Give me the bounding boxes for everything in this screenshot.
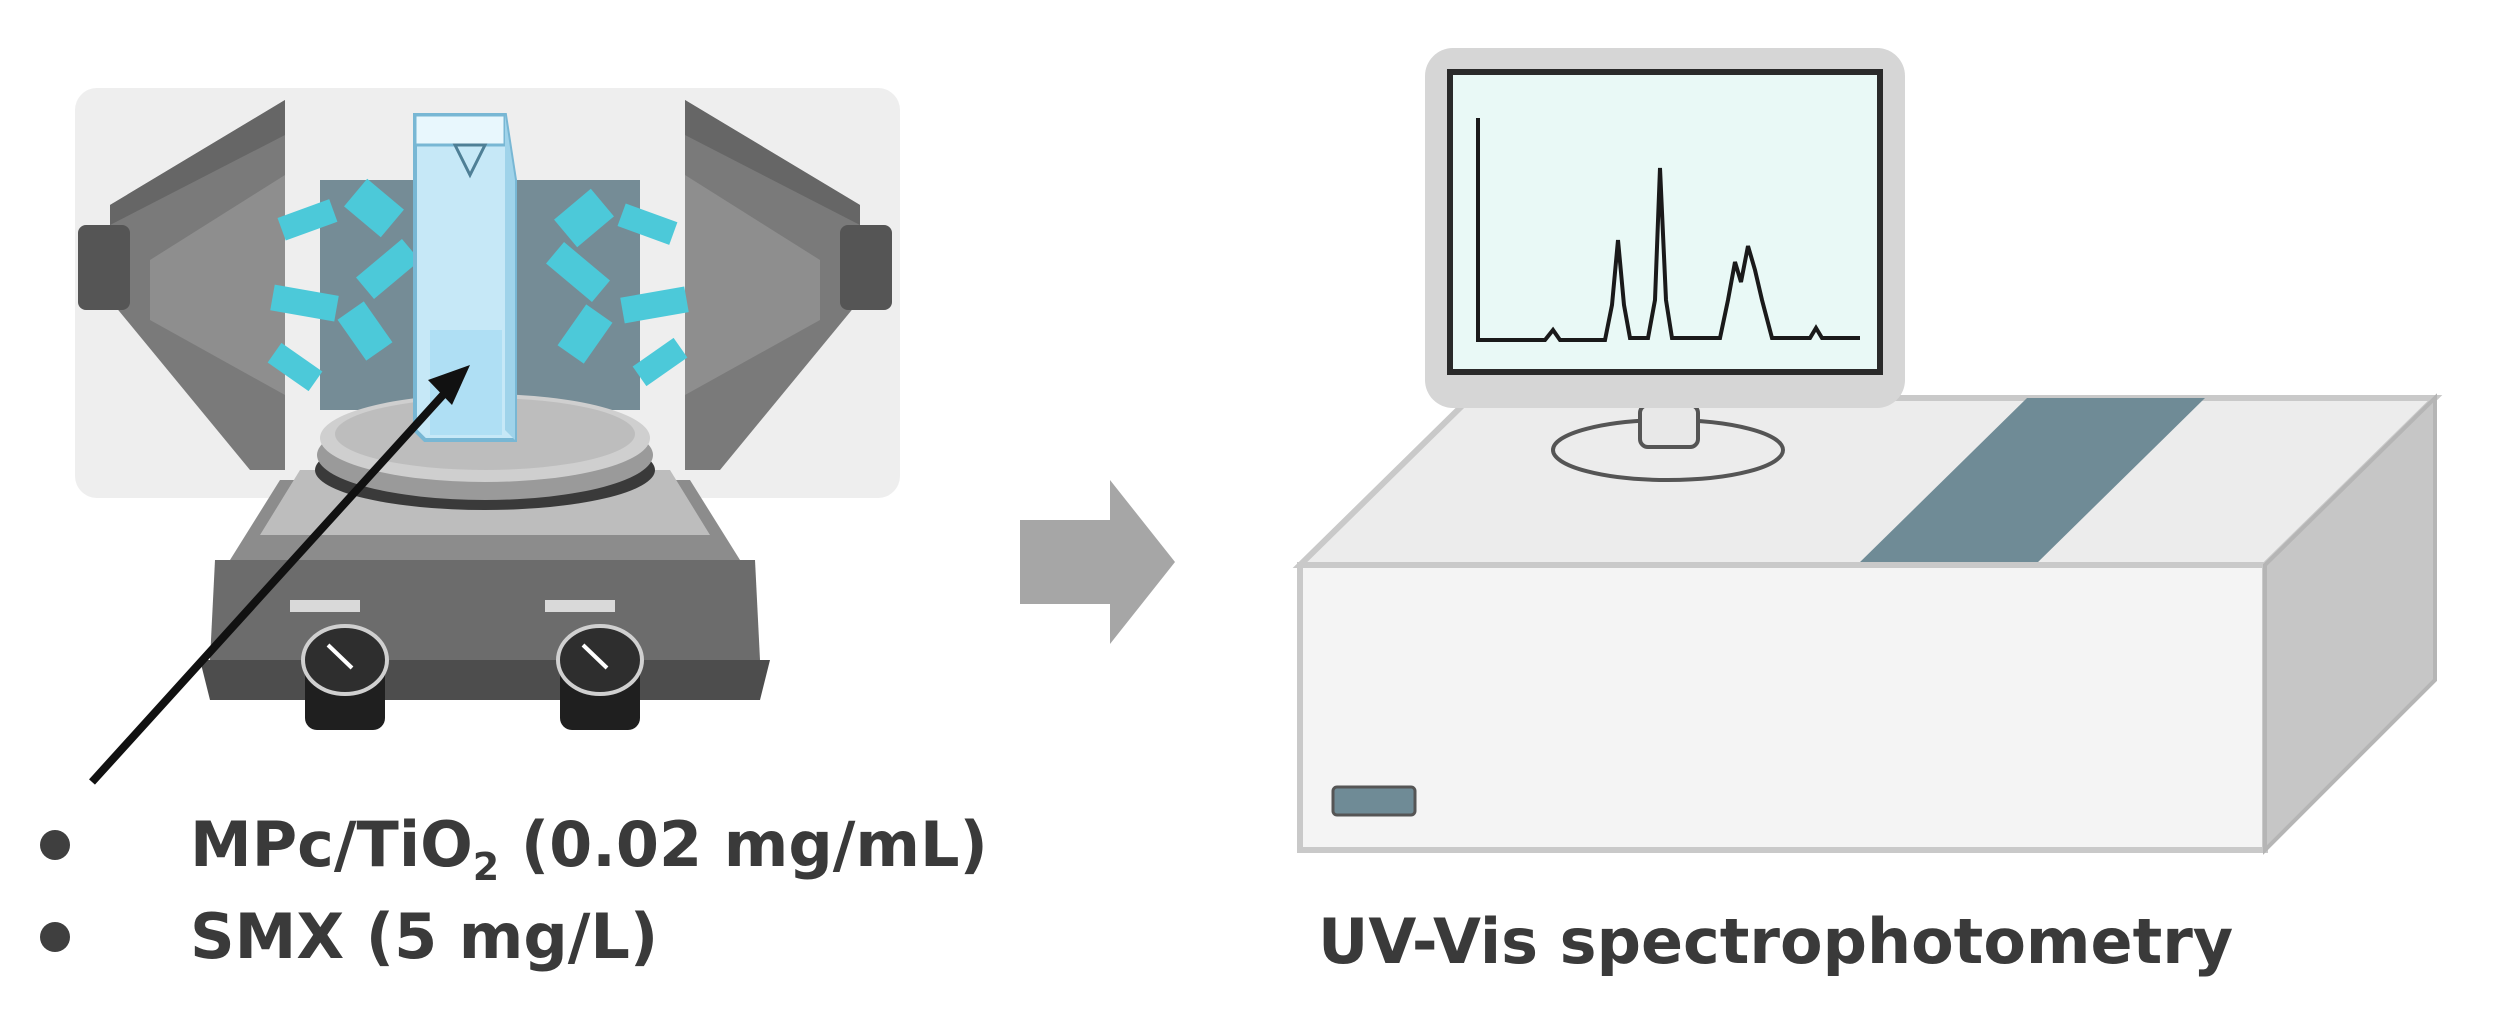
catalyst-concentration-label: MPc/TiO2 (0.02 mg/mL)	[190, 808, 988, 886]
instrument-caption: UV-Vis spectrophotometry	[1318, 905, 2234, 978]
instrument-top	[1292, 395, 2443, 568]
bullet-item-catalyst: MPc/TiO2 (0.02 mg/mL)	[40, 808, 988, 886]
bullet-icon	[40, 829, 70, 860]
pollutant-concentration-label: SMX (5 mg/L)	[190, 900, 659, 973]
pointer-arrow	[89, 365, 470, 785]
monitor-icon	[1425, 48, 1905, 482]
right-lamp-icon	[685, 100, 892, 470]
magnetic-stirrer-icon	[200, 394, 770, 730]
instrument-button-icon	[1331, 785, 1417, 817]
right-arrow-icon	[1020, 480, 1175, 644]
spectrophotometer-icon	[1292, 48, 2443, 855]
left-lamp-icon	[78, 100, 285, 470]
instrument-side	[2263, 393, 2437, 855]
bullet-item-pollutant: SMX (5 mg/L)	[40, 900, 658, 973]
catalyst-formula: MPc/TiO	[190, 808, 473, 881]
catalyst-dose: (0.02 mg/mL)	[499, 808, 988, 881]
spectrum-trace	[1476, 118, 1860, 342]
right-knob-icon	[556, 624, 644, 730]
photoreactor-with-stirrer-icon	[75, 88, 900, 785]
bullet-icon	[40, 921, 70, 952]
catalyst-subscript: 2	[472, 845, 500, 889]
instrument-front	[1297, 562, 2268, 853]
left-knob-icon	[301, 624, 389, 730]
light-ray-icons	[267, 178, 689, 392]
instrument-stripe	[1857, 398, 2205, 565]
cuvette-icon	[413, 113, 517, 442]
